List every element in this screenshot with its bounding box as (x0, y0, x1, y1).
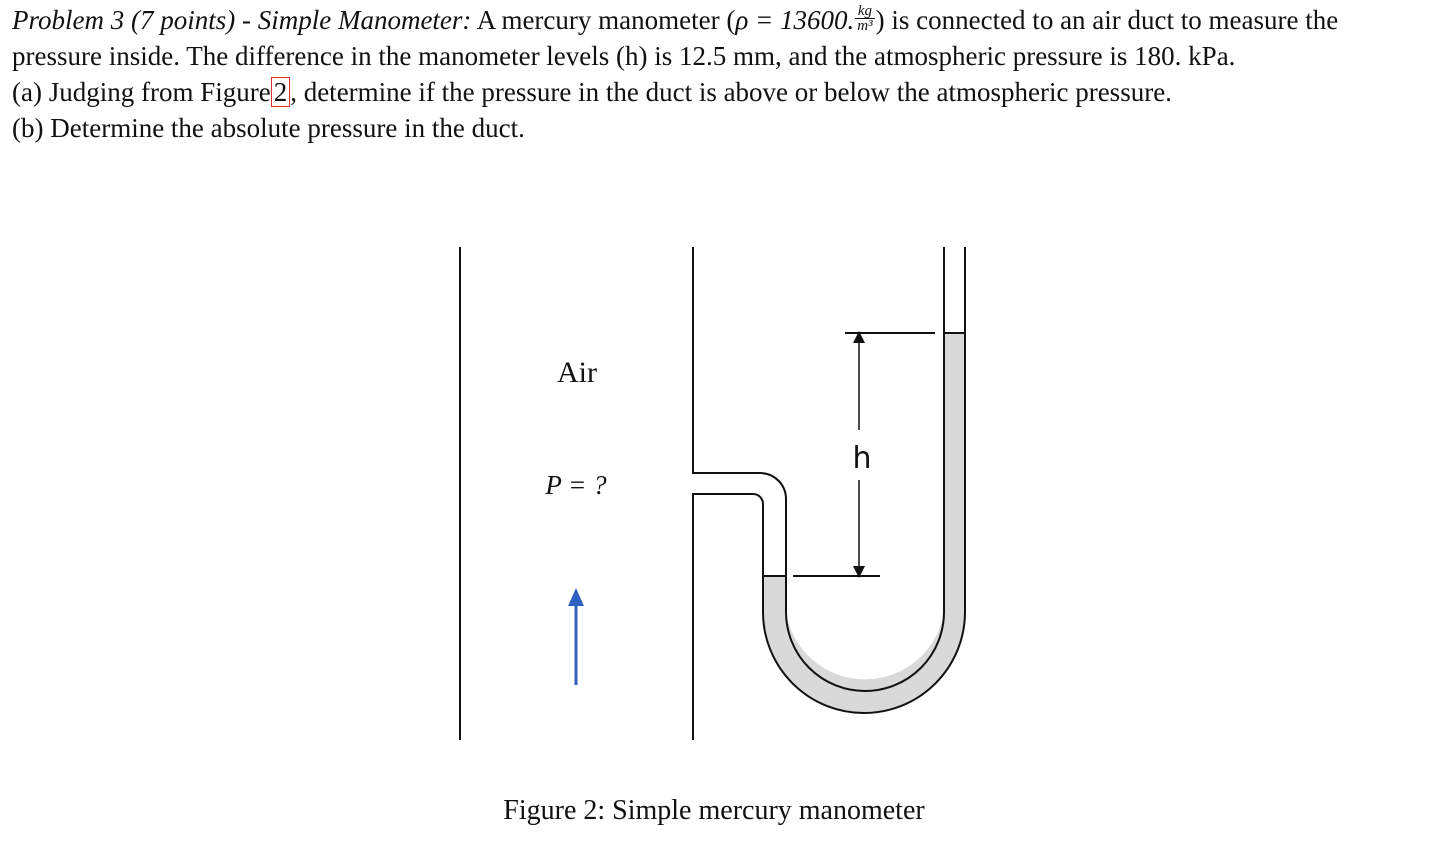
u-tube-inner-wall (785, 247, 945, 692)
u-tube-outer-wall (762, 247, 966, 714)
problem-intro: Problem 3 (7 points) - Simple Manometer:… (12, 2, 1422, 74)
part-a-text-before: (a) Judging from Figure (12, 77, 271, 107)
intro-after-rho: ) is connected to an air duct to measure… (12, 5, 1339, 71)
figure-caption: Figure 2: Simple mercury manometer (503, 795, 925, 826)
part-b: (b) Determine the absolute pressure in t… (12, 113, 525, 143)
h-label: h (852, 441, 871, 476)
rho-value: ρ = 13600. (735, 5, 855, 35)
duct-right-wall-lower (692, 493, 764, 740)
figure-reference-link[interactable]: 2 (270, 77, 291, 107)
problem-heading: Problem 3 (7 points) - Simple Manometer: (12, 5, 472, 35)
mercury-column (763, 333, 965, 713)
flow-arrow-icon (568, 588, 584, 606)
air-label: Air (557, 356, 597, 389)
unit-numerator: kg (855, 4, 875, 20)
intro-before-rho: A mercury manometer ( (476, 5, 736, 35)
pressure-label: P = ? (544, 470, 607, 500)
part-a-text-after: , determine if the pressure in the duct … (290, 77, 1172, 107)
duct-right-wall-upper (692, 247, 787, 576)
unit-denominator: m³ (857, 18, 873, 35)
problem-statement: Problem 3 (7 points) - Simple Manometer:… (12, 2, 1422, 146)
